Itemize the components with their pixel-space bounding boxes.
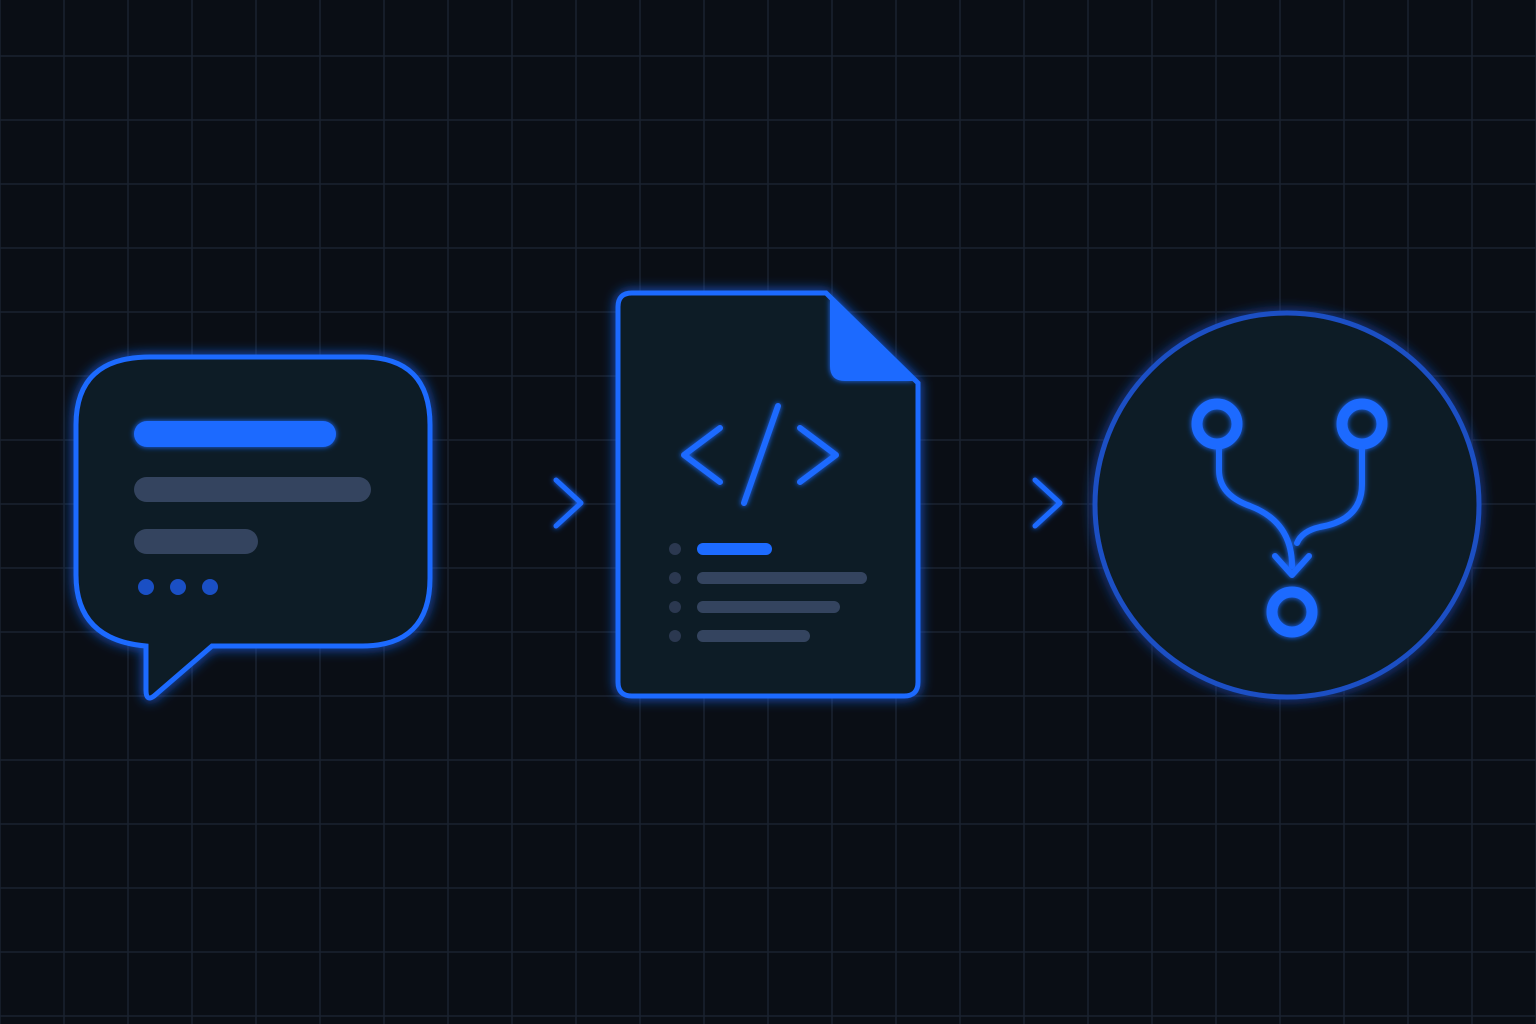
arrow-head (1032, 477, 1063, 529)
chat-line-secondary (134, 477, 371, 502)
branch-left (1216, 445, 1295, 569)
git-merge-icon (1092, 310, 1482, 700)
typing-dot (202, 579, 218, 595)
arrow-right-icon (437, 477, 584, 529)
typing-dot (138, 579, 154, 595)
commit-node-right (1336, 398, 1388, 450)
chat-bubble-outline (73, 354, 433, 701)
arrow-right-icon (922, 477, 1063, 529)
merge-arrow-head (1272, 553, 1312, 578)
typing-dot (170, 579, 186, 595)
file-corner-fold (830, 296, 915, 381)
arrow-head (553, 477, 584, 529)
branch-right (1294, 445, 1365, 546)
merge-circle-outline (1092, 310, 1482, 700)
chat-bubble-icon (73, 354, 433, 701)
commit-node-merged (1266, 586, 1318, 638)
code-file-icon (615, 290, 921, 699)
chat-line-primary (134, 421, 336, 447)
code-lines (669, 543, 867, 642)
file-outline (615, 290, 921, 699)
chat-line-short (134, 529, 258, 554)
commit-node-left (1191, 398, 1243, 450)
code-brackets-icon (681, 403, 839, 506)
